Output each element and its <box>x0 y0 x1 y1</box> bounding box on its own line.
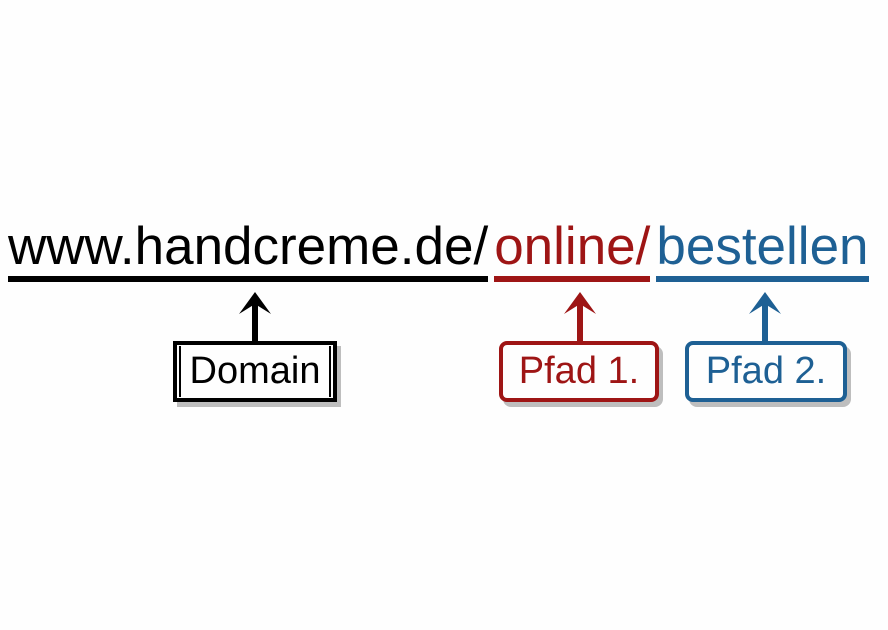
domain-up-arrow-icon <box>239 292 271 342</box>
pfad1-up-arrow-icon <box>564 292 596 342</box>
pfad1-label: Pfad 1. <box>518 350 640 392</box>
domain-label-box: Domain <box>173 341 337 402</box>
pfad2-label-box: Pfad 2. <box>685 341 847 402</box>
pfad2-label: Pfad 2. <box>705 350 827 392</box>
pfad1-label-box: Pfad 1. <box>499 341 659 402</box>
url-segment-domain: www.handcreme.de/ <box>8 220 489 282</box>
url-segment-pfad2: bestellen <box>656 220 869 282</box>
domain-label: Domain <box>189 350 321 392</box>
url-text: www.handcreme.de/online/bestellen <box>8 220 869 282</box>
pfad2-up-arrow-icon <box>749 292 781 342</box>
url-segment-pfad1: online/ <box>494 220 651 282</box>
